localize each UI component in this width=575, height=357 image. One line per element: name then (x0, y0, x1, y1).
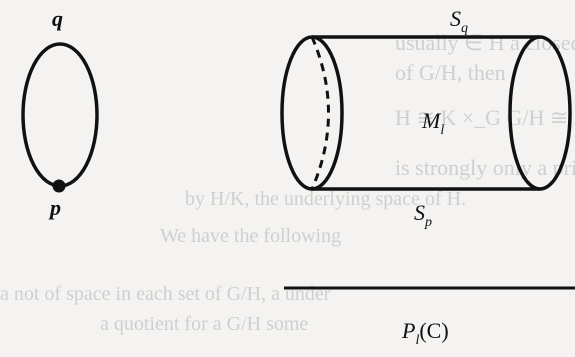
label-S-p: Sp (414, 200, 432, 230)
loop-figure: q p (21, 6, 99, 220)
label-M-l: Ml (421, 108, 444, 138)
bleed-line-5: by H/K, the underlying space of H. (185, 188, 466, 210)
cylinder-right-end (508, 35, 572, 191)
cylinder-figure: Sq Ml Sp (280, 6, 572, 230)
basepoint-dot (52, 179, 66, 193)
bleed-line-4: is strongly only a principal H-bundle, (395, 155, 575, 180)
cylinder-hidden-arc (310, 36, 330, 190)
bleed-line-6: We have the following (160, 225, 341, 247)
bleed-line-7: a not of space in each set of G/H, a und… (0, 283, 331, 305)
cylinder-left-end (280, 35, 344, 191)
bleed-line-8: a quotient for a G/H some (100, 313, 308, 335)
bleed-line-2: of G/H, then (395, 60, 506, 85)
bleed-line-3: H ≅ K ×_G G/H ≅ K/H (395, 105, 575, 130)
label-P-l-C: Pl(C) (401, 318, 449, 348)
label-p: p (48, 195, 61, 220)
bleed-through-text: usually ∈ H a closed subgroup of G. Then… (0, 30, 575, 335)
bleed-line-1: usually ∈ H a closed subgroup of G. Then (395, 30, 575, 55)
base-space: Pl(C) (284, 286, 575, 348)
label-q: q (52, 6, 63, 31)
label-S-q: Sq (450, 6, 468, 36)
loop-ellipse (21, 42, 99, 188)
